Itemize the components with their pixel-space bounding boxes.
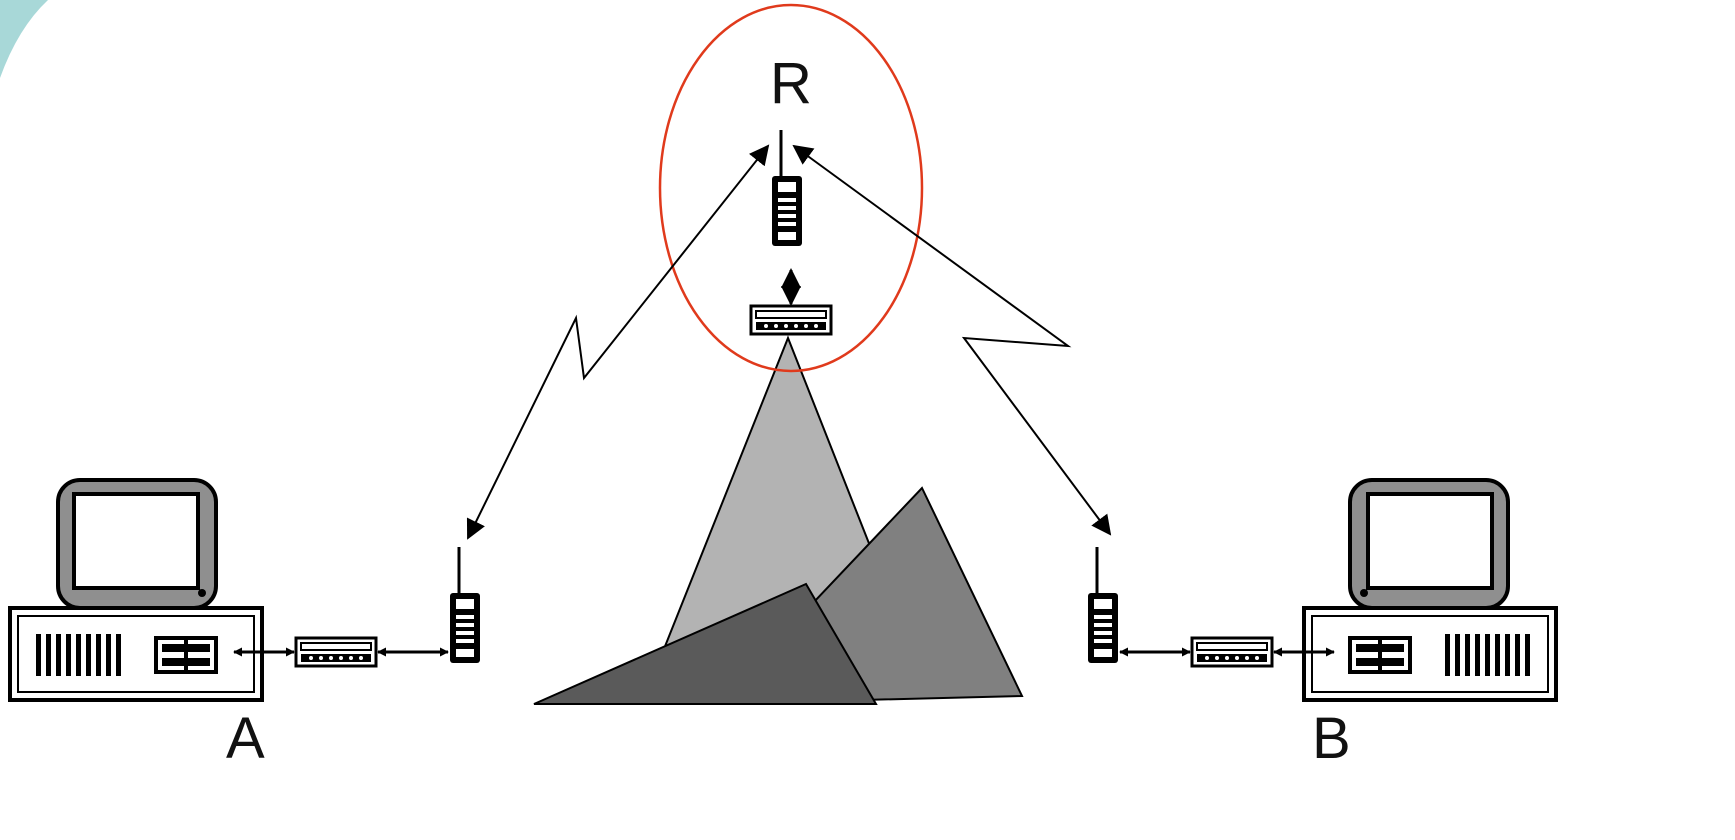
station-b-computer-icon	[1302, 478, 1558, 702]
radio-link-left	[466, 144, 770, 540]
station-a-computer-icon	[8, 478, 264, 702]
label-station-a: A	[226, 706, 265, 771]
station-a-radio-icon	[448, 545, 482, 665]
corner-accent-shape	[0, 0, 48, 78]
station-b-modem-icon	[1190, 636, 1274, 668]
mountain-range-icon	[533, 335, 1024, 705]
station-a-modem-icon	[294, 636, 378, 668]
station-b-radio-icon	[1086, 545, 1120, 665]
label-repeater: R	[770, 51, 812, 116]
label-station-b: B	[1312, 706, 1351, 771]
radio-link-right	[792, 144, 1112, 536]
repeater-modem-icon	[749, 304, 833, 336]
